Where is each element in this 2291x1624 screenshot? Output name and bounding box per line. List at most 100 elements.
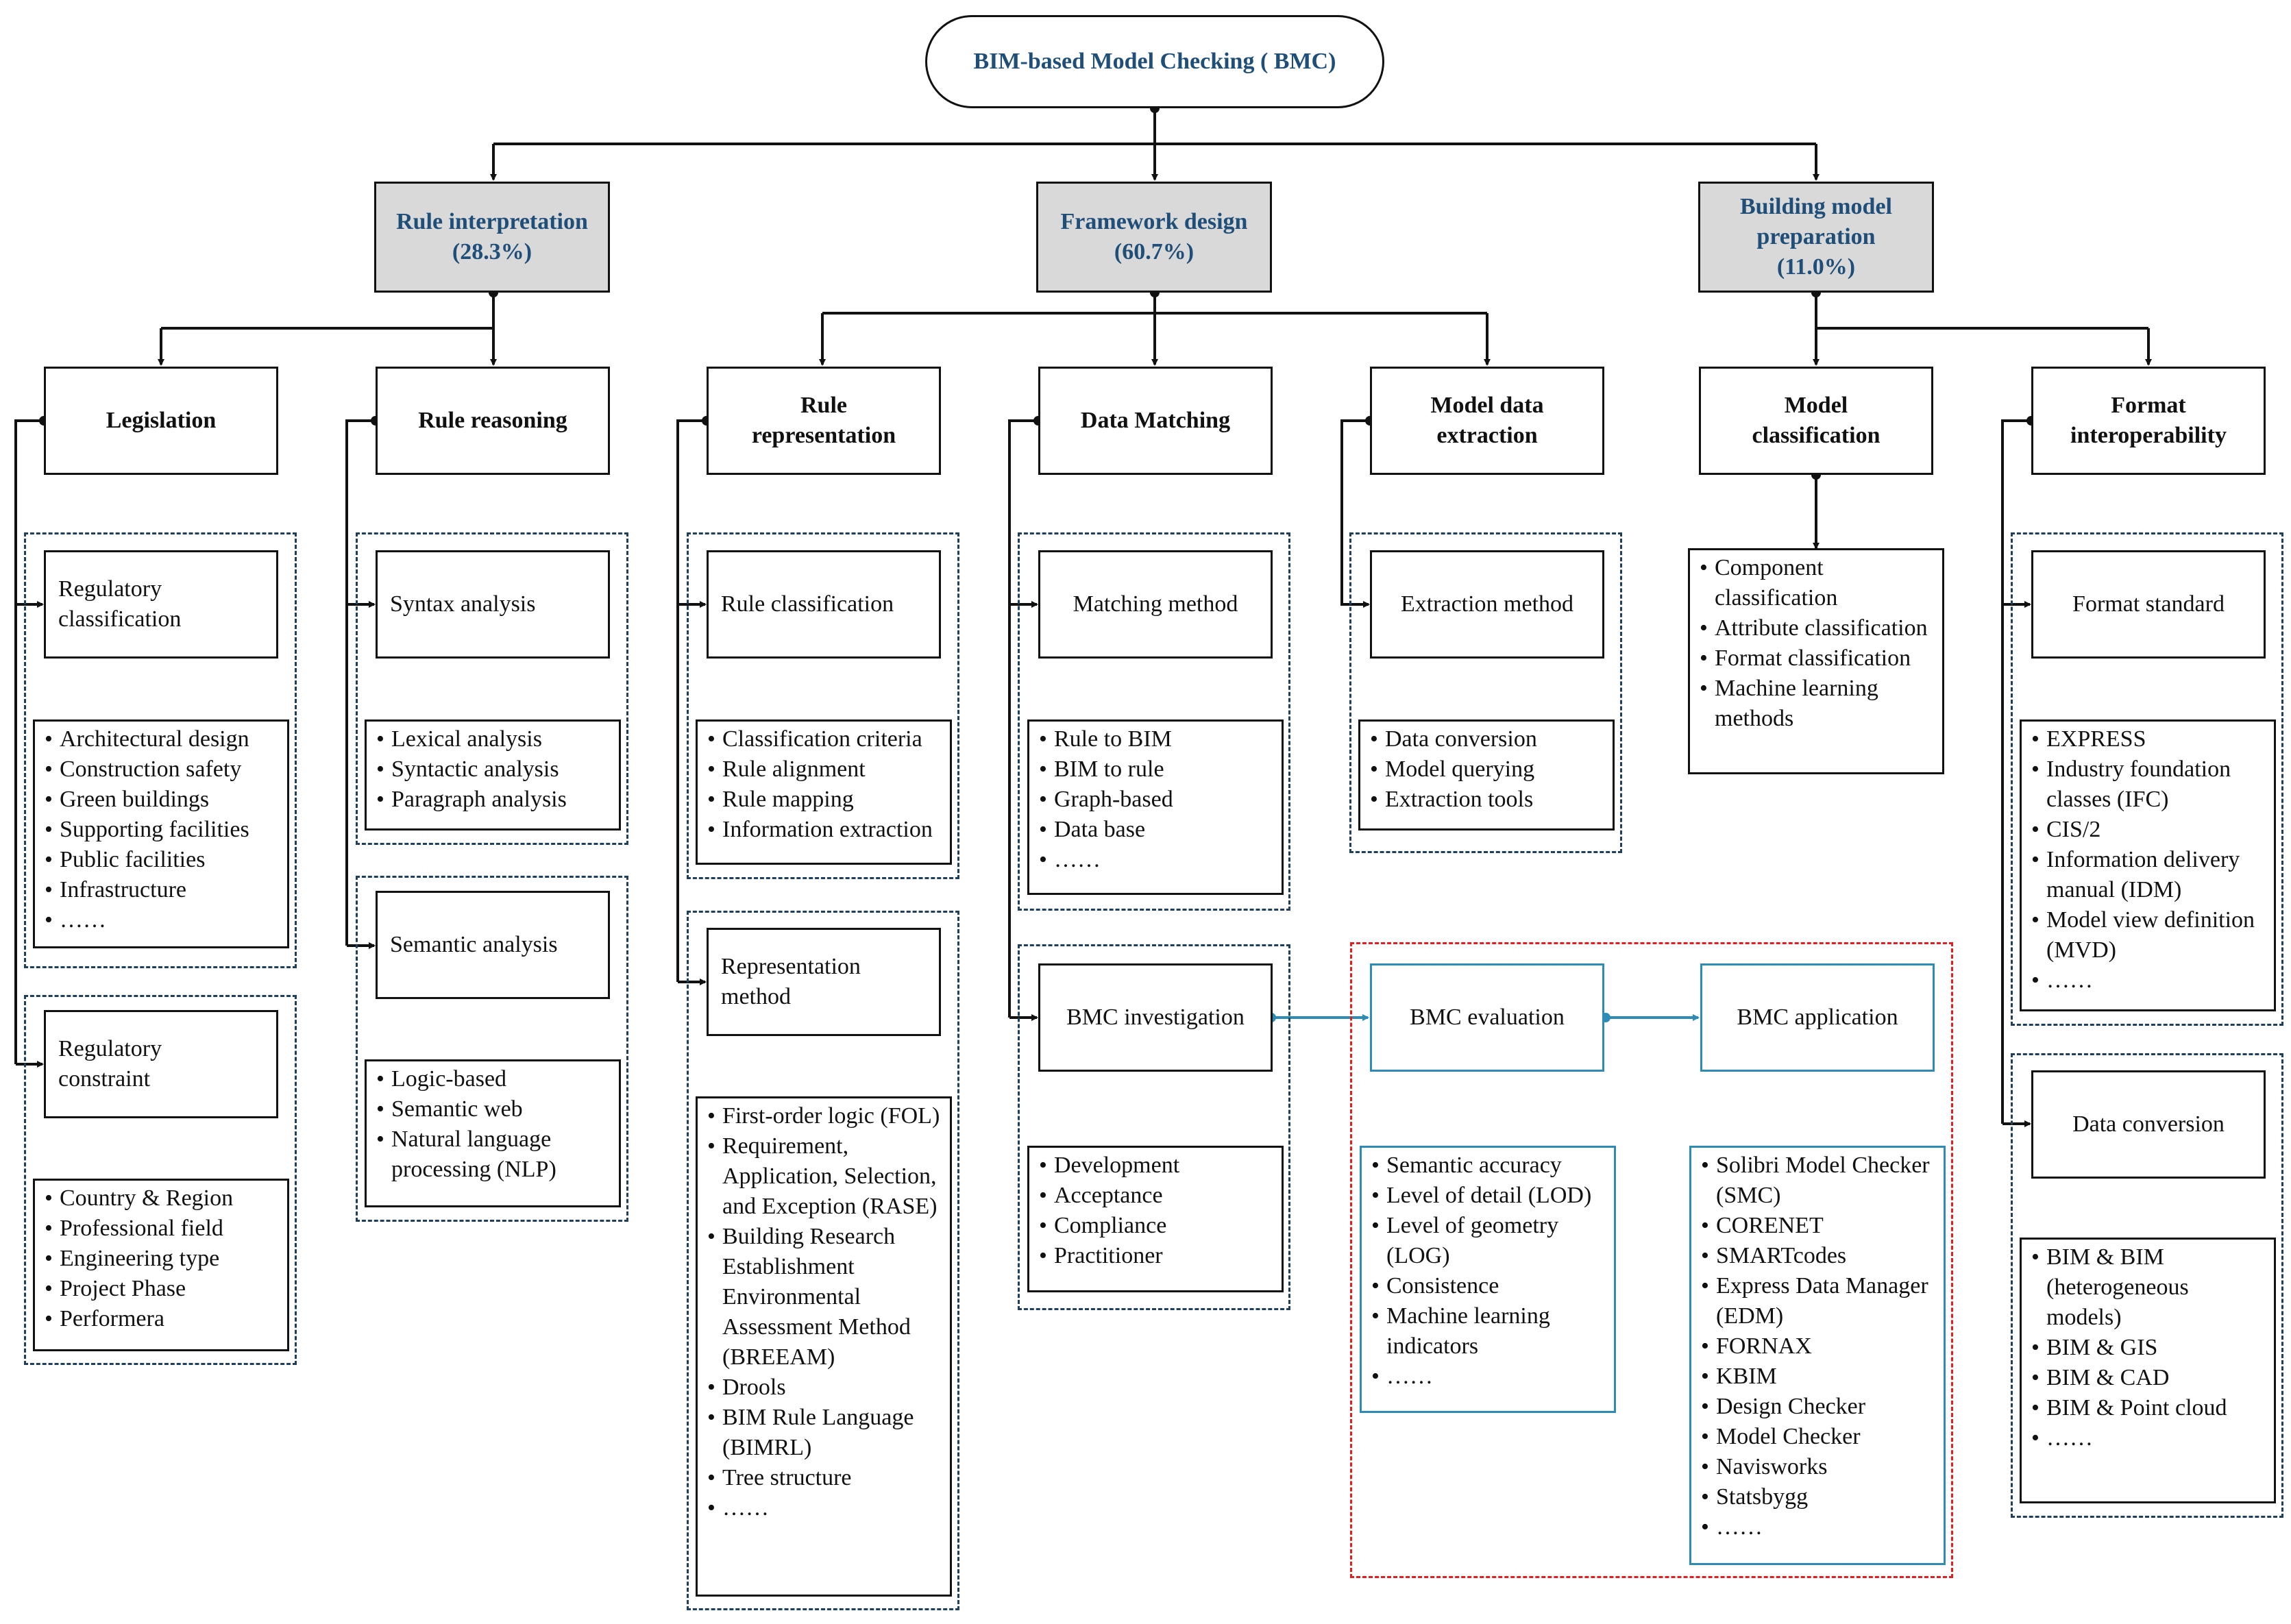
list-item: …… — [2031, 965, 2267, 996]
node-title: Rule classification — [721, 591, 894, 617]
list-item: Level of geometry (LOG) — [1371, 1211, 1607, 1271]
list-item: Construction safety — [45, 754, 280, 785]
list-item: BIM to rule — [1039, 754, 1275, 785]
node-bmc-evaluation: BMC evaluation — [1370, 963, 1604, 1072]
list-item: BIM & Point cloud — [2031, 1393, 2267, 1423]
legislation-group-frame-2 — [24, 995, 297, 1365]
list-item: Model view definition (MVD) — [2031, 905, 2267, 965]
list-item: …… — [1701, 1512, 1937, 1542]
list-item: Requirement, Application, Selection, and… — [707, 1131, 943, 1222]
list-extraction-method: Data conversion Model querying Extractio… — [1358, 719, 1615, 831]
list-item: Country & Region — [45, 1183, 280, 1214]
list-item: Level of detail (LOD) — [1371, 1181, 1607, 1211]
node-data-conversion: Data conversion — [2031, 1070, 2266, 1179]
list-item: Consistence — [1371, 1271, 1607, 1301]
list-item: Engineering type — [45, 1244, 280, 1274]
node-title: BMC application — [1737, 1005, 1898, 1030]
list-item: BIM & CAD — [2031, 1363, 2267, 1393]
list-item: Attribute classification — [1700, 613, 1935, 643]
list-item: Rule mapping — [707, 785, 943, 815]
node-title: Extraction method — [1400, 591, 1574, 617]
list-representation-method: First-order logic (FOL) Requirement, App… — [696, 1096, 952, 1597]
node-title: Semantic analysis — [390, 932, 558, 957]
list-item: Design Checker — [1701, 1392, 1937, 1422]
category-building-model-preparation: Building model preparation (11.0%) — [1698, 182, 1934, 293]
list-item: Drools — [707, 1373, 943, 1403]
list-item: Green buildings — [45, 785, 280, 815]
node-regulatory-constraint: Regulatory constraint — [44, 1010, 278, 1118]
list-item: Project Phase — [45, 1274, 280, 1304]
subcategory-title-line-2: representation — [751, 423, 896, 448]
list-item: Practitioner — [1039, 1241, 1275, 1271]
list-item: Tree structure — [707, 1463, 943, 1493]
subcategory-title-line-2: extraction — [1436, 423, 1538, 448]
subcategory-title-line-1: Model — [1784, 393, 1848, 418]
list-item: Compliance — [1039, 1211, 1275, 1241]
subcategory-legislation: Legislation — [44, 367, 278, 475]
category-share-percent: (60.7%) — [1114, 239, 1194, 264]
category-share-percent: (28.3%) — [452, 239, 532, 264]
list-item: Data conversion — [1370, 724, 1606, 754]
subcategory-model-classification: Model classification — [1699, 367, 1933, 475]
list-matching-method: Rule to BIM BIM to rule Graph-based Data… — [1027, 719, 1284, 895]
list-item: BIM Rule Language (BIMRL) — [707, 1403, 943, 1463]
list-syntax-analysis: Lexical analysis Syntactic analysis Para… — [365, 719, 621, 831]
list-item: Solibri Model Checker (SMC) — [1701, 1151, 1937, 1211]
list-item: Lexical analysis — [376, 724, 612, 754]
list-item: Information delivery manual (IDM) — [2031, 845, 2267, 905]
node-extraction-method: Extraction method — [1370, 550, 1604, 659]
list-item: Architectural design — [45, 724, 280, 754]
subcategory-title-line-1: Model data — [1430, 393, 1544, 418]
list-item: Acceptance — [1039, 1181, 1275, 1211]
list-item: Syntactic analysis — [376, 754, 612, 785]
subcategory-rule-representation: Rule representation — [707, 367, 941, 475]
data-conversion-group-frame — [2011, 1053, 2283, 1518]
bmc-evaluation-application-frame — [1350, 942, 1953, 1578]
node-title-line-1: Representation — [721, 954, 861, 979]
node-matching-method: Matching method — [1038, 550, 1273, 659]
list-item: Semantic accuracy — [1371, 1151, 1607, 1181]
list-item: KBIM — [1701, 1362, 1937, 1392]
subcategory-data-matching: Data Matching — [1038, 367, 1273, 475]
list-item: Machine learning methods — [1700, 674, 1935, 734]
node-title-line-1: Regulatory — [58, 576, 162, 602]
list-item: CIS/2 — [2031, 815, 2267, 845]
node-title-line-2: method — [721, 984, 791, 1009]
list-item: Performera — [45, 1304, 280, 1334]
list-item: Natural language processing (NLP) — [376, 1124, 612, 1185]
list-item: …… — [2031, 1423, 2267, 1453]
list-bmc-application: Solibri Model Checker (SMC) CORENET SMAR… — [1689, 1146, 1946, 1565]
subcategory-format-interoperability: Format interoperability — [2031, 367, 2266, 475]
subcategory-title-line-2: interoperability — [2070, 423, 2227, 448]
node-title: Data conversion — [2072, 1111, 2225, 1137]
root-node: BIM-based Model Checking ( BMC) — [925, 15, 1384, 108]
rule-representation-group-frame-1 — [687, 532, 959, 879]
node-title-line-2: classification — [58, 606, 182, 632]
node-rule-classification: Rule classification — [707, 550, 941, 659]
node-syntax-analysis: Syntax analysis — [376, 550, 610, 659]
subcategory-title-line-1: Format — [2111, 393, 2186, 418]
list-item: Express Data Manager (EDM) — [1701, 1271, 1937, 1331]
node-format-standard: Format standard — [2031, 550, 2266, 659]
list-item: …… — [45, 905, 280, 935]
list-item: CORENET — [1701, 1211, 1937, 1241]
list-item: Format classification — [1700, 643, 1935, 674]
list-item: Public facilities — [45, 845, 280, 875]
list-bmc-evaluation: Semantic accuracy Level of detail (LOD) … — [1360, 1146, 1616, 1413]
category-share-percent: (11.0%) — [1776, 254, 1856, 280]
list-item: Graph-based — [1039, 785, 1275, 815]
category-framework-design: Framework design (60.7%) — [1036, 182, 1272, 293]
list-regulatory-classification: Architectural design Construction safety… — [33, 719, 289, 948]
node-bmc-investigation: BMC investigation — [1038, 963, 1273, 1072]
list-item: …… — [1039, 845, 1275, 875]
list-item: Model Checker — [1701, 1422, 1937, 1452]
category-title-line-1: Framework design — [1060, 209, 1248, 234]
list-item: Statsbygg — [1701, 1482, 1937, 1512]
list-bmc-investigation: Development Acceptance Compliance Practi… — [1027, 1146, 1284, 1292]
list-item: BIM & BIM (heterogeneous models) — [2031, 1242, 2267, 1333]
list-item: BIM & GIS — [2031, 1333, 2267, 1363]
list-item: Professional field — [45, 1214, 280, 1244]
data-matching-group-frame-2 — [1018, 944, 1290, 1310]
list-item: Building Research Establishment Environm… — [707, 1222, 943, 1373]
node-title: Syntax analysis — [390, 591, 536, 617]
